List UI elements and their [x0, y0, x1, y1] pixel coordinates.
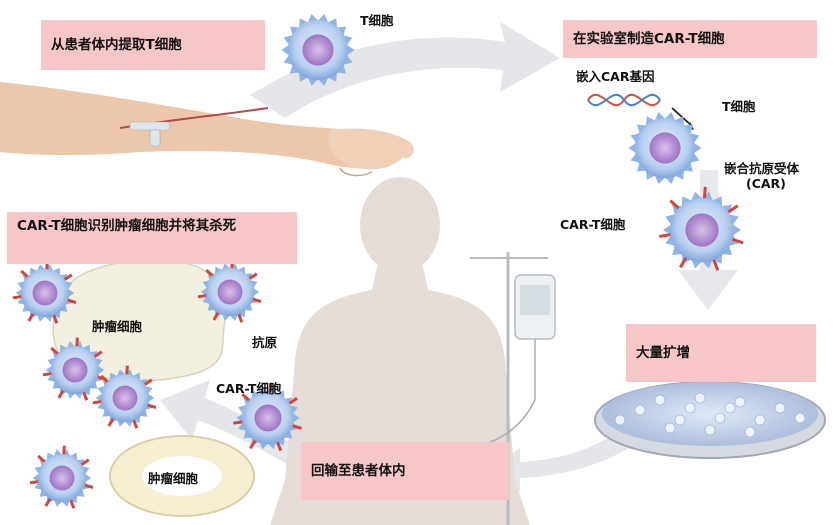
step-expand-box: 大量扩增: [626, 324, 816, 382]
car-t-cell-f: [30, 446, 93, 509]
car-receptor: [77, 338, 78, 346]
car-receptor: [46, 499, 50, 506]
label-car-t-right: CAR-T细胞: [560, 214, 625, 233]
label-t-cell-right: T细胞: [722, 96, 756, 115]
step-manufacture-text: 在实验室制造CAR-T细胞: [573, 29, 725, 49]
car-receptor: [659, 235, 670, 237]
label-insert-car-gene: 嵌入CAR基因: [576, 66, 654, 85]
car-receptor: [127, 366, 128, 374]
cell-nucleus: [685, 213, 718, 246]
car-t-cell-lab: [659, 187, 743, 270]
cell-nucleus: [33, 281, 58, 306]
step-infuse-text: 回输至患者体内: [311, 461, 406, 481]
petri-dish: [595, 382, 825, 458]
cell-nucleus: [50, 466, 75, 491]
label-antigen: 抗原: [252, 332, 277, 351]
car-receptor: [64, 446, 65, 454]
step-kill-text: CAR-T细胞识别肿瘤细胞并将其杀死: [17, 216, 267, 236]
step-extract-box: 从患者体内提取T细胞: [41, 20, 265, 70]
car-receptor: [233, 422, 242, 423]
car-receptor: [29, 314, 33, 321]
label-car-t-left: CAR-T细胞: [216, 378, 281, 397]
car-receptor: [13, 297, 21, 298]
car-receptor: [198, 296, 206, 297]
car-receptor: [704, 187, 705, 198]
car-receptor: [93, 402, 101, 403]
cell-nucleus: [649, 132, 680, 163]
label-car-receptor: 嵌合抗原受体: [724, 158, 799, 177]
car-receptor: [38, 456, 44, 462]
car-receptor: [43, 374, 51, 375]
step-extract-text: 从患者体内提取T细胞: [51, 35, 182, 55]
label-tumor-cell-2: 肿瘤细胞: [148, 468, 198, 487]
label-car-abbrev: (CAR): [746, 176, 786, 191]
cell-nucleus: [302, 34, 333, 65]
step-kill-box: CAR-T细胞识别肿瘤细胞并将其杀死: [7, 212, 297, 264]
t-cell-lab: [628, 112, 701, 184]
cell-nucleus: [254, 404, 281, 431]
step-infuse-box: 回输至患者体内: [301, 442, 509, 500]
step-manufacture-box: 在实验室制造CAR-T细胞: [563, 20, 817, 58]
arm-illustration: [0, 82, 414, 175]
cell-nucleus: [218, 280, 243, 305]
car-receptor: [109, 419, 113, 426]
label-tumor-cell-1: 肿瘤细胞: [92, 316, 142, 335]
label-t-cell-top: T细胞: [360, 10, 394, 29]
step-expand-text: 大量扩增: [636, 343, 690, 363]
cell-nucleus: [63, 358, 88, 383]
car-receptor: [21, 271, 27, 277]
cell-nucleus: [113, 386, 138, 411]
car-receptor: [59, 391, 63, 398]
car-receptor: [30, 482, 38, 483]
